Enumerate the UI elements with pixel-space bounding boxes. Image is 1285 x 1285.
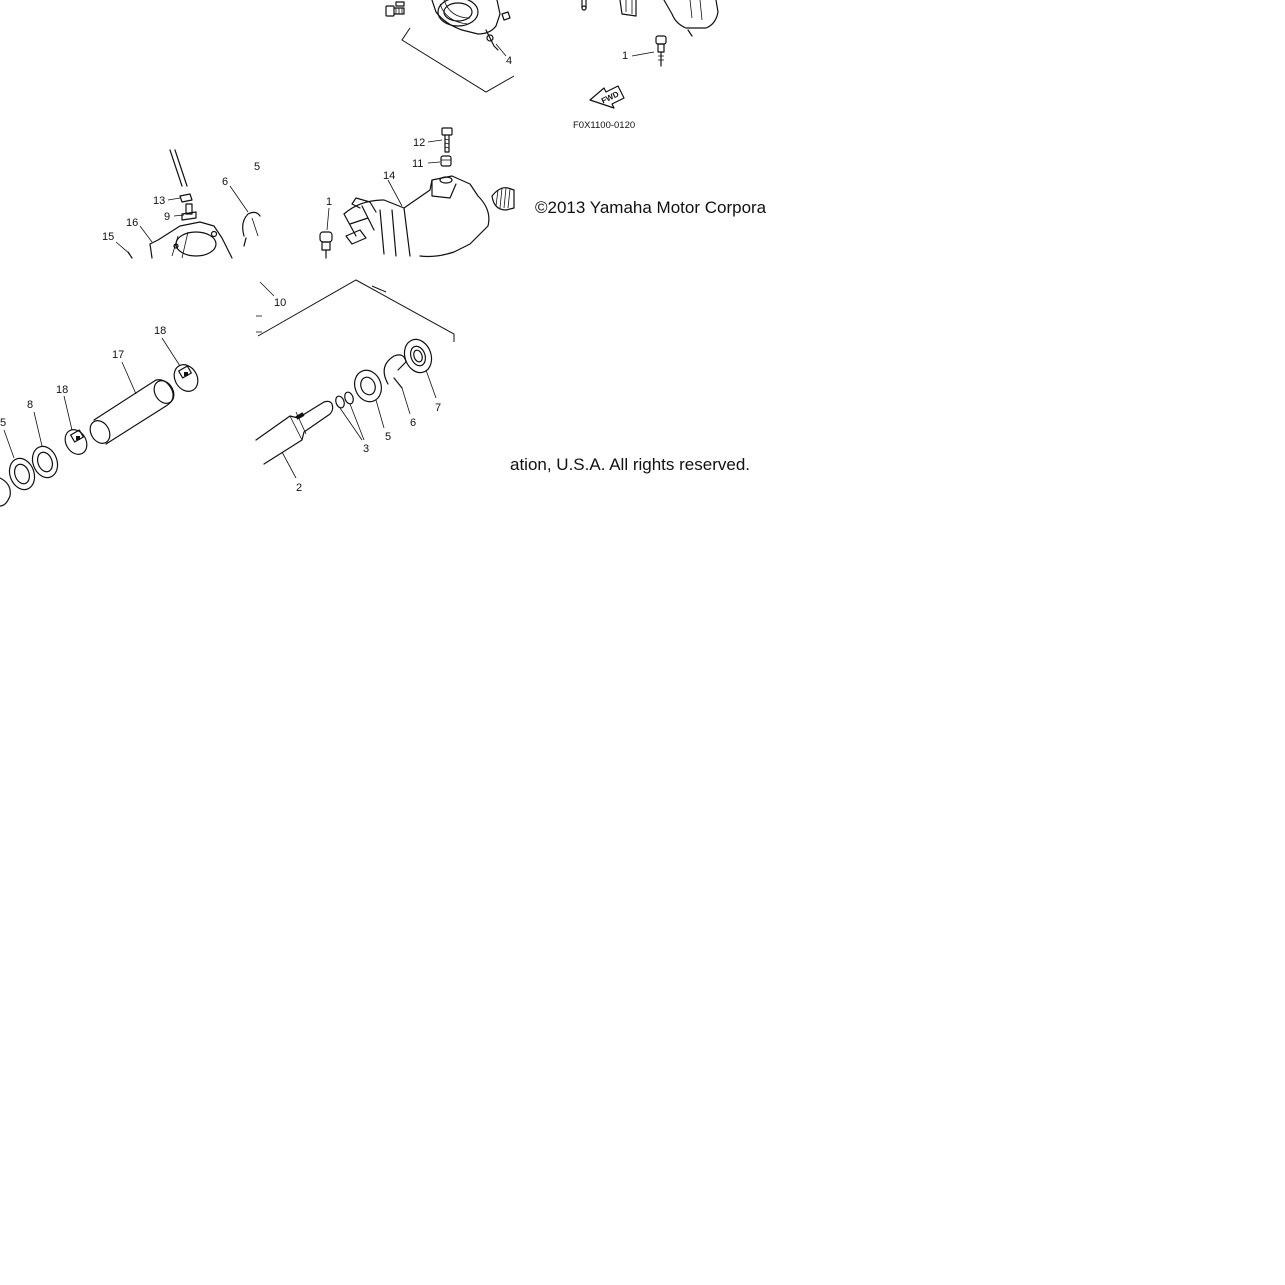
callout-18-lower: 18 [56, 384, 68, 396]
seal-7 [403, 338, 433, 374]
callout-9: 9 [164, 211, 170, 223]
callout-5-top-partial: 5 [254, 161, 260, 173]
callout-7: 7 [435, 402, 441, 414]
fwd-label: FWD [600, 89, 621, 105]
callout-6-left: 6 [222, 176, 228, 188]
callout-4-top: 4 [506, 55, 512, 67]
bearing-5-left [8, 457, 36, 491]
figure-code: F0X1100-0120 [573, 120, 635, 131]
fitting-9 [181, 203, 197, 221]
seal-8 [31, 445, 59, 479]
assembly-frame-top [401, 27, 515, 93]
forward-direction-arrow: FWD [589, 85, 625, 109]
callout-12: 12 [413, 137, 425, 149]
cable-line [169, 149, 188, 187]
assembly-frame-center [257, 279, 455, 342]
callout-5-left: 5 [0, 417, 6, 429]
circlip-6-right [383, 354, 407, 389]
grommet-bolt-top-right [655, 35, 667, 67]
bolt-top-left [385, 1, 405, 17]
callout-10: 10 [274, 297, 286, 309]
washer-11 [440, 155, 452, 167]
callout-11: 11 [412, 158, 423, 170]
callout-16: 16 [126, 217, 138, 229]
circlip-6-left [242, 211, 261, 247]
callout-15: 15 [102, 231, 114, 243]
screw-12 [441, 127, 453, 153]
bearing-5-right [354, 369, 382, 403]
callout-8: 8 [27, 399, 33, 411]
callout-1-mid: 1 [326, 196, 332, 208]
callout-18-upper: 18 [154, 325, 166, 337]
housing-14 [343, 175, 490, 258]
callout-1-top: 1 [622, 50, 628, 62]
copyright-line-2: ation, U.S.A. All rights reserved. [510, 455, 750, 474]
callout-14: 14 [383, 170, 395, 182]
callout-3: 3 [363, 443, 369, 455]
clamp-18-lower [64, 429, 88, 455]
callout-2: 2 [296, 482, 302, 494]
callout-6-right: 6 [410, 417, 416, 429]
drive-shaft-2 [255, 400, 334, 465]
hose-17 [89, 379, 175, 445]
copyright-line-1: ©2013 Yamaha Motor Corpora [535, 198, 767, 217]
grommet-bolt-mid [319, 231, 333, 259]
duct-housing-top-right [581, 0, 719, 37]
small-pin-top [501, 11, 511, 21]
callout-17: 17 [112, 349, 124, 361]
o-rings-3 [335, 391, 354, 409]
fitting-13 [179, 193, 193, 203]
bearing-housing-top [431, 0, 501, 51]
callout-13: 13 [153, 195, 165, 207]
callout-5-right: 5 [385, 431, 391, 443]
housing-left-mid [127, 221, 233, 259]
clamp-18-upper [173, 364, 199, 392]
bellows-nozzle [491, 187, 515, 211]
circlip-left-edge [0, 477, 11, 507]
